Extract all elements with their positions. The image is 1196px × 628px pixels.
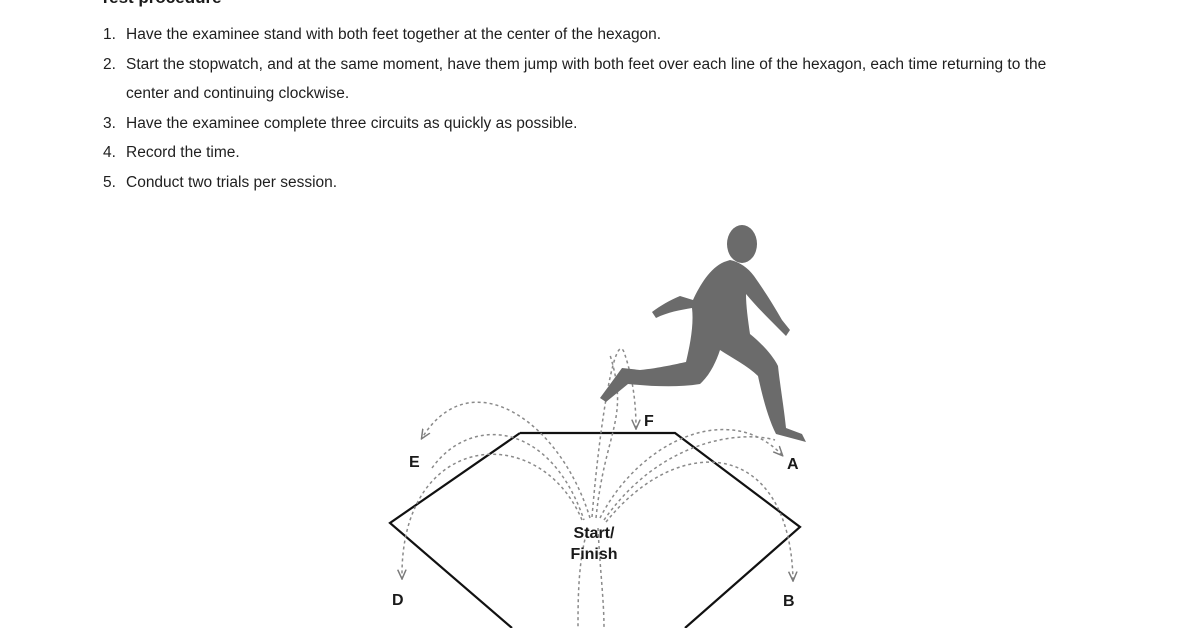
vertex-label-d: D: [392, 592, 404, 609]
jump-path-f-2: [595, 354, 619, 519]
jumping-person-silhouette: [600, 225, 806, 442]
jump-path-a-return: [603, 436, 776, 521]
step-text: Have the examinee stand with both feet t…: [126, 26, 662, 43]
step-number: 4.: [103, 144, 116, 161]
step-text: Start the stopwatch, and at the same mom…: [126, 55, 1047, 103]
center-label-start: Start/: [574, 525, 615, 542]
vertex-label-a: A: [787, 456, 799, 473]
jump-path-f: [591, 348, 636, 518]
vertex-label-b: B: [783, 593, 795, 610]
step-text: Record the time.: [126, 144, 240, 161]
procedure-step: 3. Have the examinee complete three circ…: [103, 109, 1103, 139]
step-number: 3.: [103, 114, 116, 132]
step-number: 1.: [103, 26, 116, 43]
jump-path-b: [605, 461, 793, 580]
section-heading: Test procedure: [100, 0, 222, 8]
step-text: Have the examinee complete three circuit…: [126, 114, 578, 132]
center-label-finish: Finish: [570, 546, 617, 563]
procedure-step: 1. Have the examinee stand with both fee…: [103, 20, 1103, 50]
procedure-step: 5. Conduct two trials per session.: [103, 168, 1103, 198]
vertex-label-f: F: [644, 413, 654, 430]
procedure-steps-list: 1. Have the examinee stand with both fee…: [103, 20, 1103, 197]
jump-path-down-right: [597, 527, 605, 628]
jump-paths: [402, 348, 793, 628]
procedure-step: 2. Start the stopwatch, and at the same …: [103, 50, 1103, 109]
jump-path-a: [599, 428, 782, 519]
vertex-label-e: E: [409, 454, 420, 471]
jump-path-d: [402, 453, 583, 578]
jump-path-e: [422, 401, 591, 519]
jump-path-down-left: [577, 527, 589, 628]
procedure-step: 4. Record the time.: [103, 138, 1103, 168]
jump-path-e-return: [431, 434, 585, 521]
step-text: Conduct two trials per session.: [126, 173, 338, 191]
hexagon-outline: [388, 431, 802, 628]
step-number: 2.: [103, 55, 116, 73]
step-number: 5.: [103, 173, 116, 191]
